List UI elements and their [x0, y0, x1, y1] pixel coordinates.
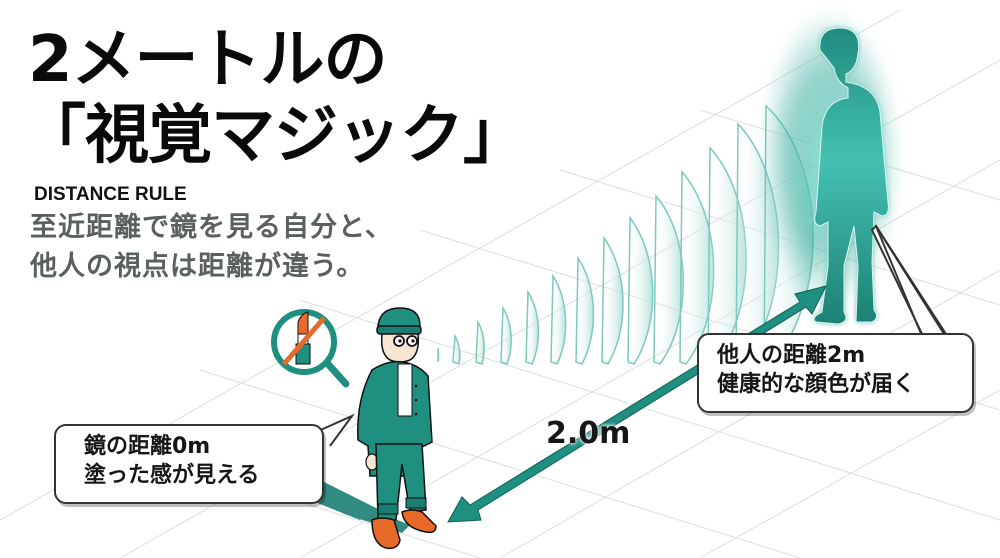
speech-bubble-self: 鏡の距離0m 塗った感が見える: [54, 424, 324, 504]
bubble-self-line-2: 塗った感が見える: [84, 463, 260, 489]
distant-person-silhouette: [760, 10, 900, 325]
subtitle-line-2: 他人の視点は距離が違う。: [30, 251, 365, 282]
headline-line-1: 2メートルの: [28, 23, 388, 97]
speech-bubble-others: 他人の距離2m 健康的な顔色が届く: [697, 333, 974, 413]
bubble-self-line-1: 鏡の距離0m: [84, 434, 211, 459]
bubble-tails: [315, 224, 947, 447]
magnifier-no-lipstick-icon: [271, 309, 350, 388]
bubble-others-line-2: 健康的な顔色が届く: [717, 372, 916, 398]
distance-rule-label: DISTANCE RULE: [34, 184, 187, 205]
headline-line-2: 「視覚マジック」: [22, 99, 527, 173]
distance-label: 2.0m: [546, 416, 631, 451]
subtitle-line-1: 至近距離で鏡を見る自分と、: [30, 212, 393, 243]
bubble-others-line-1: 他人の距離2m: [717, 343, 866, 368]
near-person-figure: [357, 307, 437, 550]
